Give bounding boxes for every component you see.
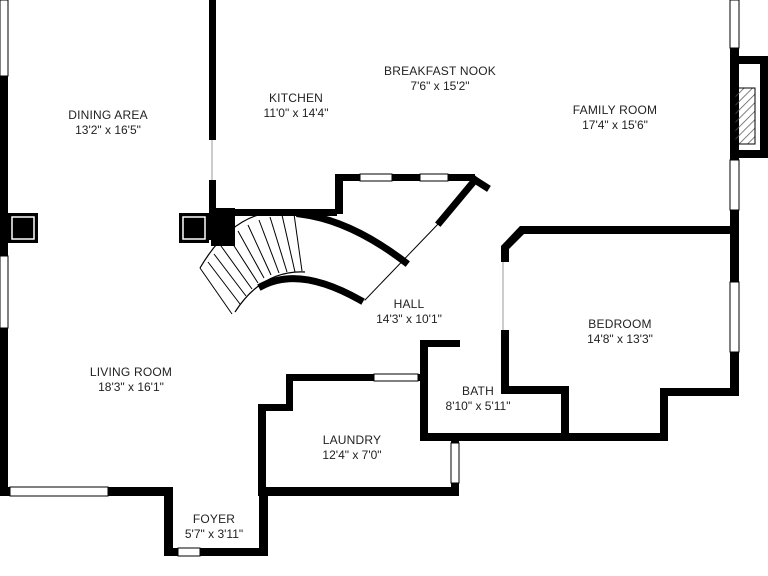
stair-outer-arc	[199, 211, 301, 269]
hall-angled-wall	[435, 175, 480, 227]
wall-laundry-step2	[286, 374, 293, 411]
room-hall: HALL 14'3" x 10'1"	[376, 297, 442, 327]
room-kitchen: KITCHEN 11'0" x 14'4"	[264, 91, 329, 121]
wall-bedroom-bottom	[660, 388, 739, 396]
room-dimensions: 8'10" x 5'11"	[445, 399, 511, 413]
columns	[8, 213, 209, 243]
wall-foyer-right	[259, 487, 268, 556]
stair-core	[211, 208, 235, 246]
room-dimensions: 14'8" x 13'3"	[587, 332, 653, 346]
room-name: LIVING ROOM	[89, 365, 173, 379]
hall-angled-cap	[470, 175, 491, 192]
room-dimensions: 5'7" x 3'11"	[184, 527, 244, 541]
room-breakfast-nook: BREAKFAST NOOK 7'6" x 15'2"	[384, 64, 496, 94]
room-dimensions: 17'4" x 15'6"	[582, 118, 648, 132]
room-living: LIVING ROOM 18'3" x 16'1"	[90, 365, 172, 395]
wall-laundry-bottom	[259, 487, 458, 496]
wall-laundry-left	[258, 404, 266, 496]
room-name: FOYER	[192, 512, 236, 526]
window-nook-top	[359, 173, 393, 182]
window-bottom-left	[9, 486, 109, 497]
window-left-top	[0, 0, 9, 77]
fireplace-surround	[730, 56, 768, 158]
room-bedroom: BEDROOM 14'8" x 13'3"	[587, 317, 653, 347]
window-laundry-top	[373, 373, 419, 382]
wall-laundry-step	[258, 404, 292, 411]
wall-nook-left	[335, 174, 343, 214]
window-family-right-mid	[729, 159, 740, 211]
wall-bath-right	[561, 387, 569, 441]
staircase	[199, 211, 306, 315]
wall-kitchen-left	[209, 0, 216, 140]
room-dimensions: 14'3" x 10'1"	[376, 312, 442, 326]
room-dimensions: 7'6" x 15'2"	[410, 79, 470, 93]
wall-bedroom-corner	[501, 226, 738, 262]
room-dining: DINING AREA 13'2" x 16'5"	[68, 108, 148, 138]
door-openings	[211, 140, 504, 330]
room-name: BATH	[462, 384, 494, 398]
hall-angled-opening	[364, 221, 441, 301]
room-name: HALL	[393, 297, 425, 311]
window-family-right-top	[729, 0, 740, 49]
room-name: DINING AREA	[68, 108, 148, 122]
room-foyer: FOYER 5'7" x 3'11"	[185, 512, 243, 542]
room-name: LAUNDRY	[322, 433, 382, 447]
room-name: FAMILY ROOM	[572, 103, 658, 117]
wall-left	[0, 0, 8, 496]
window-left-mid	[0, 255, 9, 329]
window-laundry-right	[450, 442, 460, 484]
wall-bedroom-left	[501, 330, 509, 394]
wall-nook-top	[335, 174, 475, 181]
wall-bath-top	[420, 340, 460, 347]
wall-bedroom-bottom-step	[660, 388, 668, 441]
wall-bath-bottom	[420, 433, 668, 441]
hall-curve-lower	[257, 275, 365, 305]
room-dimensions: 13'2" x 16'5"	[75, 123, 141, 137]
windows	[0, 0, 740, 557]
wall-laundry-top	[286, 374, 420, 381]
room-name: BEDROOM	[588, 317, 652, 331]
column-left-inner	[11, 216, 35, 240]
room-dimensions: 11'0" x 14'4"	[263, 106, 329, 120]
window-bedroom-right	[729, 281, 740, 353]
room-name: KITCHEN	[268, 91, 324, 105]
window-nook-top-2	[419, 173, 449, 182]
fireplace-hearth	[734, 87, 756, 145]
room-dimensions: 12'4" x 7'0"	[322, 448, 382, 462]
room-laundry: LAUNDRY 12'4" x 7'0"	[322, 433, 381, 463]
wall-foyer-left	[164, 487, 173, 555]
hall-curve-upper	[296, 210, 410, 267]
curved-hall-wall	[257, 175, 491, 305]
room-family: FAMILY ROOM 17'4" x 15'6"	[573, 103, 657, 133]
column-right-inner	[182, 216, 206, 240]
room-dimensions: 18'3" x 16'1"	[98, 380, 164, 394]
wall-bath-left	[420, 340, 428, 440]
wall-bath-bedroom	[501, 386, 569, 394]
wall-foyer-bottom	[164, 548, 268, 556]
room-name: BREAKFAST NOOK	[384, 64, 496, 78]
window-foyer	[177, 547, 201, 557]
room-bath: BATH 8'10" x 5'11"	[446, 384, 511, 414]
